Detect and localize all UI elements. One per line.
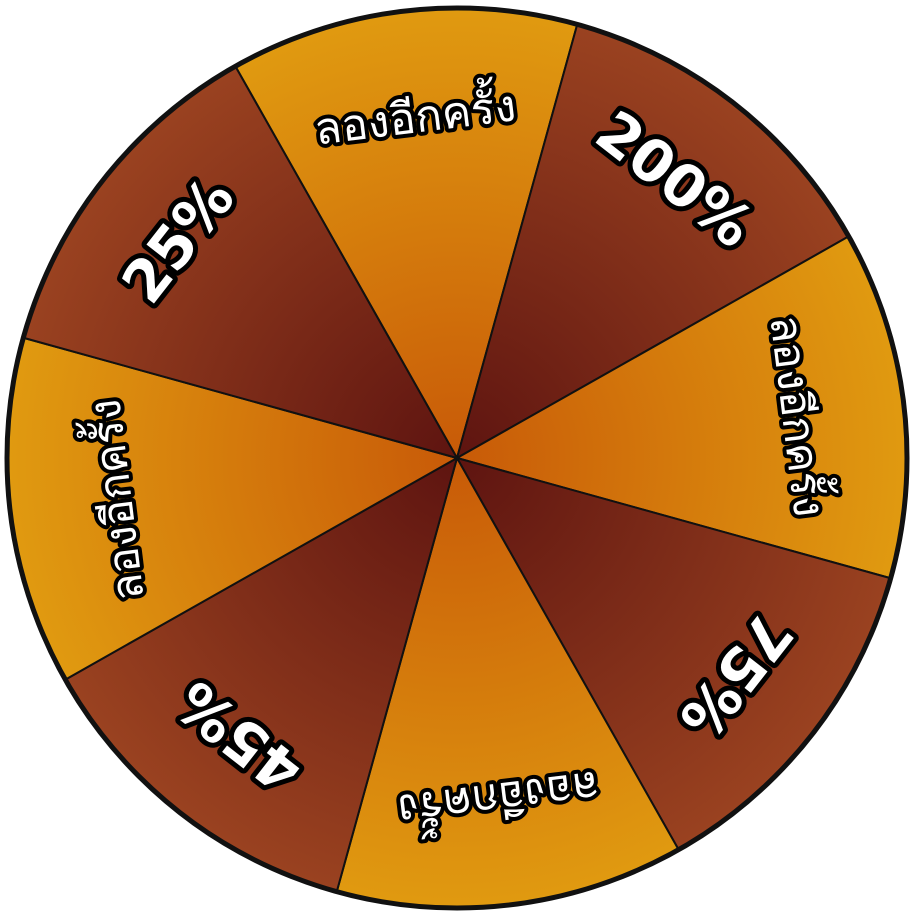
wheel-rim [4, 5, 910, 911]
wheel-segments [6, 7, 908, 909]
